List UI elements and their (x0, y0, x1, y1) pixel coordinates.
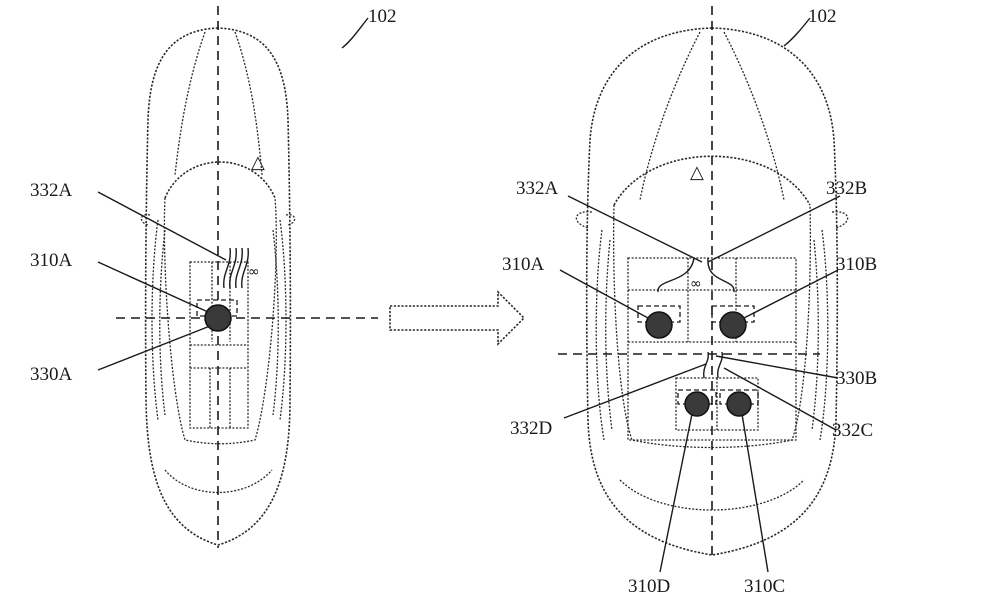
left-interior-back (190, 345, 248, 428)
left-vehicle-body (146, 28, 291, 545)
right-leader-332A (568, 196, 702, 262)
left-leader-102 (342, 18, 368, 48)
right-leader-310D (660, 414, 692, 572)
right-occupant-310D (685, 392, 709, 416)
left-leader-310A (98, 262, 208, 312)
right-vehicle: △ ∞ (558, 6, 848, 572)
right-infinity-icon: ∞ (690, 276, 702, 292)
right-label-332C: 332C (832, 420, 873, 441)
right-leader-310A (560, 270, 648, 318)
left-leader-330A (98, 326, 210, 370)
left-infinity-icon: ∞ (248, 264, 260, 280)
right-leader-332B (708, 196, 840, 262)
right-occupant-310A (646, 312, 672, 338)
right-label-310D: 310D (628, 576, 670, 597)
right-label-332B: 332B (826, 178, 867, 199)
left-label-102: 102 (368, 6, 397, 27)
left-hood-line-left (175, 32, 205, 175)
right-label-332A: 332A (516, 178, 559, 199)
left-leader-332A (98, 192, 226, 260)
right-label-310B: 310B (836, 254, 877, 275)
right-leader-102 (784, 18, 810, 46)
right-occupant-310B (720, 312, 746, 338)
right-hood-line-right (724, 32, 784, 200)
left-door-right (280, 220, 286, 420)
left-door-left (152, 220, 158, 420)
right-label-102: 102 (808, 6, 837, 27)
right-leader-310C (742, 414, 768, 572)
right-door-right-inner (812, 240, 818, 430)
right-label-310C: 310C (744, 576, 785, 597)
right-occupant-310C (727, 392, 751, 416)
right-label-332D: 332D (510, 418, 552, 439)
right-leader-310B (744, 270, 838, 318)
right-mirror-left (576, 212, 592, 228)
left-label-332A: 332A (30, 180, 73, 201)
left-door-left-inner (160, 230, 165, 415)
right-leader-330B (716, 356, 838, 378)
left-label-310A: 310A (30, 250, 73, 271)
transition-arrow-icon (390, 292, 524, 344)
right-mirror-right (832, 212, 848, 228)
left-label-330A: 330A (30, 364, 73, 385)
right-door-left (596, 230, 604, 440)
right-triangle-icon: △ (690, 162, 704, 183)
left-triangle-icon: △ (251, 152, 265, 173)
left-vehicle: △ ∞ (98, 6, 378, 548)
right-label-310A: 310A (502, 254, 545, 275)
right-door-right (820, 230, 828, 440)
right-leader-332D (564, 364, 706, 418)
right-label-330B: 330B (836, 368, 877, 389)
